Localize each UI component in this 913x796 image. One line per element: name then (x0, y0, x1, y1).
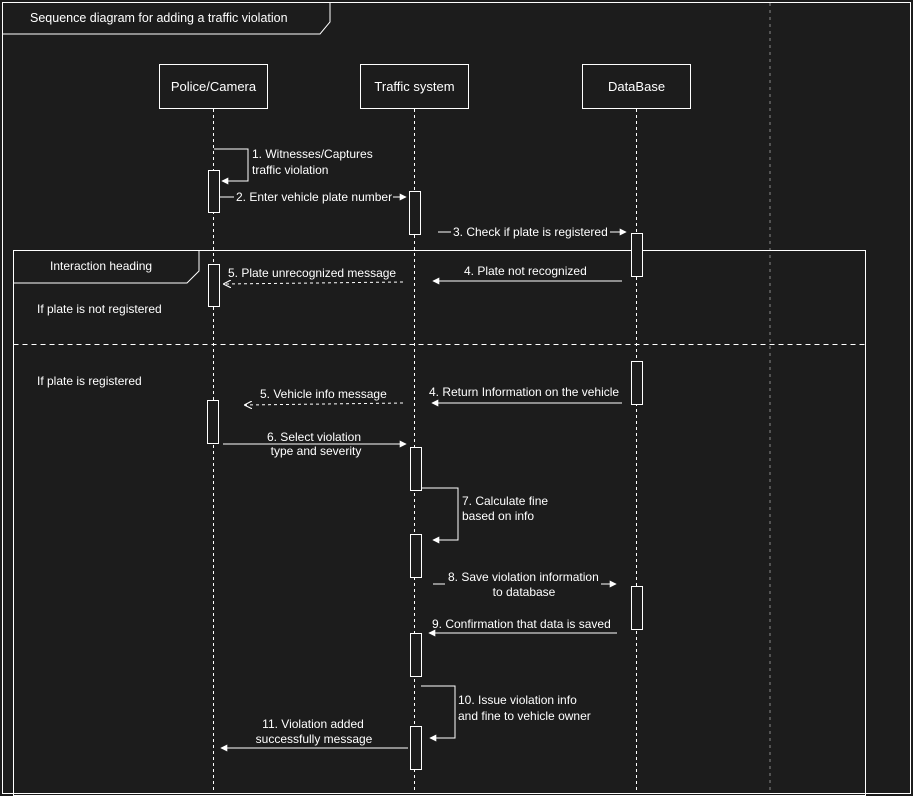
title-tab (2, 2, 331, 35)
message-1-label-line1: 1. Witnesses/Captures (252, 147, 373, 161)
message-10-label-line1: 10. Issue violation info (458, 693, 577, 707)
message-1-arrow (214, 148, 249, 185)
participant-system-label: Traffic system (374, 79, 454, 94)
guard-registered: If plate is registered (37, 374, 142, 388)
activation-system-1 (409, 191, 421, 235)
message-8-label-line2: to database (493, 585, 556, 599)
message-11-label-line1: 11. Violation added (262, 717, 364, 731)
activation-db-2 (631, 361, 643, 405)
participant-db-label: DataBase (608, 79, 665, 94)
fragment-heading: Interaction heading (50, 259, 152, 273)
activation-system-4 (410, 633, 422, 677)
activation-police-1 (208, 170, 220, 213)
message-5b-label: 5. Vehicle info message (260, 387, 387, 401)
interaction-fragment (13, 250, 866, 796)
message-7-label-line1: 7. Calculate fine (462, 494, 548, 508)
message-5a-arrow (224, 282, 404, 284)
activation-bars (207, 170, 643, 770)
activation-db-3 (631, 586, 643, 630)
activation-db-1 (631, 233, 643, 277)
activation-system-2 (410, 447, 422, 491)
message-1-label-line2: traffic violation (252, 163, 328, 177)
participant-db-box (582, 64, 691, 109)
message-7-label-line2: based on info (462, 509, 534, 523)
message-5a-label: 5. Plate unrecognized message (228, 266, 396, 280)
message-8-label-line1: 8. Save violation information (448, 570, 599, 584)
message-10-label-line2: and fine to vehicle owner (458, 709, 591, 723)
message-2-label: 2. Enter vehicle plate number (236, 190, 392, 204)
message-4b-label: 4. Return Information on the vehicle (429, 385, 619, 399)
message-4a-label: 4. Plate not recognized (464, 264, 587, 278)
activation-police-2 (208, 264, 220, 307)
diagram-title: Sequence diagram for adding a traffic vi… (30, 11, 288, 25)
activation-system-3 (410, 534, 422, 578)
participant-police-label: Police/Camera (171, 79, 257, 94)
message-10-arrow (421, 685, 456, 742)
message-11-label-line2: successfully message (256, 732, 373, 746)
fragment-heading-tab (13, 250, 200, 284)
message-6-label-line1: 6. Select violation (267, 430, 361, 444)
message-9-label: 9. Confirmation that data is saved (432, 617, 611, 631)
guard-not-registered: If plate is not registered (37, 302, 162, 316)
activation-police-3 (207, 400, 219, 444)
message-3-label: 3. Check if plate is registered (453, 225, 608, 239)
message-6-label-line2: type and severity (271, 444, 362, 458)
participant-police-box (159, 64, 268, 109)
participant-system-box (360, 64, 469, 109)
message-5b-arrow (245, 403, 404, 405)
activation-system-5 (410, 726, 422, 770)
message-7-arrow (422, 487, 459, 544)
